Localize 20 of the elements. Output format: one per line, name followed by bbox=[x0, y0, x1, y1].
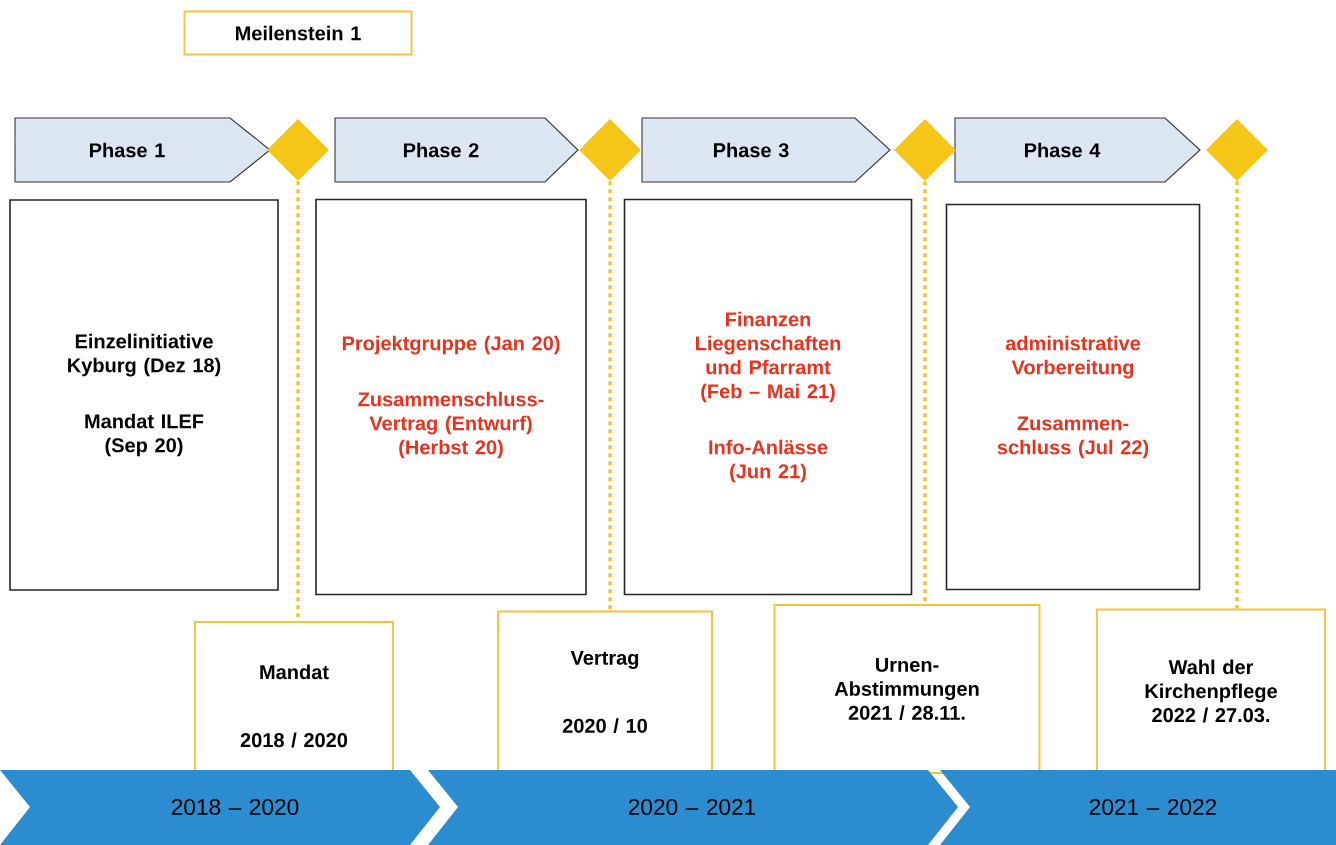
milestone-diamond bbox=[1206, 119, 1268, 181]
phase-content-box: Projektgruppe (Jan 20) Zusammenschluss-Vertrag (Entwurf) (Herbst 20) bbox=[315, 198, 587, 596]
dotted-connector bbox=[1235, 181, 1239, 609]
phase-banner: Phase 4 bbox=[954, 117, 1201, 183]
phase-banner: Phase 2 bbox=[334, 117, 579, 183]
phase-banner: Phase 1 bbox=[14, 117, 271, 183]
milestone-diamond bbox=[267, 119, 329, 181]
node-label: 2020 – 2021 bbox=[628, 798, 756, 816]
phase-banner: Phase 3 bbox=[641, 117, 891, 183]
phase-content-box: administrative Vorbereitung Zusammen-schluss (Jul 22) bbox=[945, 203, 1201, 591]
phase-content-box: Finanzen Liegenschaften und Pfarramt (Feb – Mai 21) Info-Anlässe (Jun 21) bbox=[623, 198, 913, 596]
period-band: 2020 – 2021 bbox=[428, 770, 958, 845]
milestone-diamond bbox=[894, 119, 956, 181]
node-label: 2021 – 2022 bbox=[1089, 798, 1217, 816]
period-band: 2021 – 2022 bbox=[940, 770, 1336, 845]
dotted-connector bbox=[608, 181, 612, 611]
milestone-box: Meilenstein 1 bbox=[183, 10, 413, 56]
milestone-diamond bbox=[579, 119, 641, 181]
period-band: 2018 – 2020 bbox=[0, 770, 440, 845]
phase-content-box: Einzelinitiative Kyburg (Dez 18) Mandat ILEF (Sep 20) bbox=[9, 199, 279, 591]
